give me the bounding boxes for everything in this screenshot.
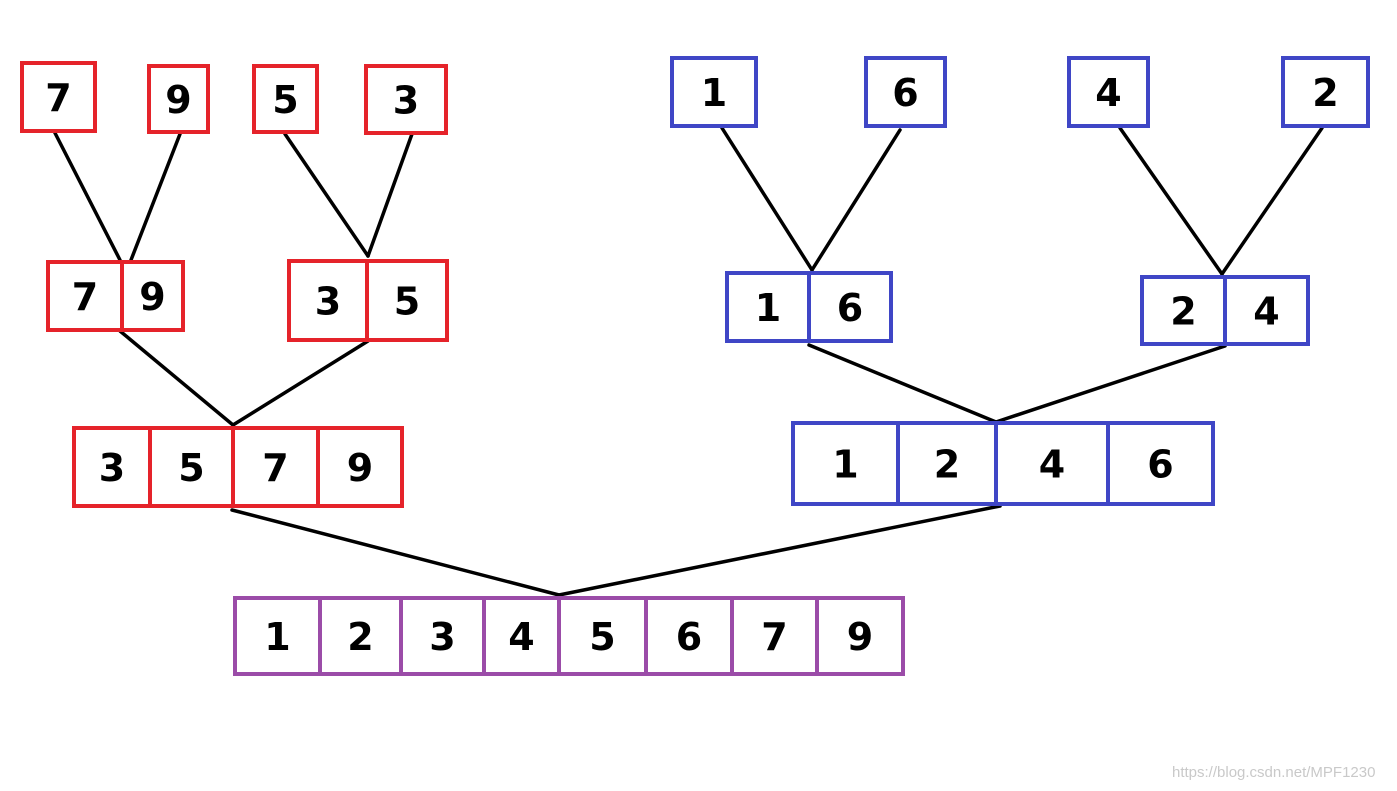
edge-leaf-6-to-pair-16 [810, 128, 902, 272]
edge-quad-1246-to-final-sorted [557, 504, 1002, 597]
cell-box [644, 596, 734, 676]
cell-box [1140, 275, 1227, 346]
edge-leaf-3-to-pair-35 [366, 132, 414, 258]
edge-pair-35-to-quad-3579 [231, 339, 370, 427]
node-leaf-2: 2 [1281, 56, 1370, 128]
cell-value: 3 [393, 79, 419, 123]
edge-leaf-7-to-pair-79 [53, 131, 122, 262]
cell-value: 1 [264, 615, 290, 659]
edge-quad-3579-to-final-sorted [230, 508, 561, 597]
cell-box [364, 64, 448, 135]
cell-box [1281, 56, 1370, 128]
edge-leaf-5-to-pair-35 [283, 132, 370, 258]
node-leaf-5: 5 [252, 64, 319, 134]
cell-box [365, 259, 449, 342]
node-leaf-4: 4 [1067, 56, 1150, 128]
cell-box [1067, 56, 1150, 128]
cell-value: 9 [347, 446, 373, 490]
cell-value: 6 [1147, 443, 1173, 487]
cell-value: 9 [165, 78, 191, 122]
cell-value: 2 [1312, 71, 1338, 115]
edge-leaf-9-to-pair-79 [129, 132, 182, 262]
cell-box [252, 64, 319, 134]
node-quad-1246: 1 2 4 6 [791, 421, 1215, 506]
cell-value: 4 [1039, 443, 1065, 487]
cell-value: 2 [347, 615, 373, 659]
edge-pair-24-to-quad-1246 [994, 344, 1227, 424]
cell-box [557, 596, 648, 676]
cell-value: 5 [178, 446, 204, 490]
edges-layer [53, 126, 1324, 597]
cell-value: 1 [832, 443, 858, 487]
node-leaf-7: 7 [20, 61, 97, 133]
edge-leaf-1-to-pair-16 [720, 126, 814, 272]
cell-value: 7 [262, 446, 288, 490]
edge-leaf-4-to-pair-24 [1118, 126, 1224, 276]
cell-box [233, 596, 322, 676]
cell-value: 5 [272, 78, 298, 122]
cell-box [670, 56, 758, 128]
cell-value: 3 [99, 446, 125, 490]
cell-box [46, 260, 124, 332]
node-leaf-9: 9 [147, 64, 210, 134]
cell-value: 6 [837, 286, 863, 330]
cell-value: 9 [139, 275, 165, 319]
cell-box [1223, 275, 1310, 346]
cell-box [994, 421, 1110, 506]
cell-box [72, 426, 152, 508]
edge-pair-79-to-quad-3579 [118, 329, 235, 427]
node-leaf-1: 1 [670, 56, 758, 128]
cell-box [791, 421, 900, 506]
cell-value: 1 [701, 71, 727, 115]
edge-pair-16-to-quad-1246 [807, 343, 998, 424]
cell-value: 7 [761, 615, 787, 659]
cell-value: 6 [676, 615, 702, 659]
cell-value: 1 [755, 286, 781, 330]
node-leaf-6: 6 [864, 56, 947, 128]
watermark: https://blog.csdn.net/MPF1230 [1172, 764, 1376, 781]
cell-value: 9 [847, 615, 873, 659]
cell-box [20, 61, 97, 133]
node-leaf-3: 3 [364, 64, 448, 135]
edge-leaf-2-to-pair-24 [1220, 126, 1324, 276]
cell-box [1106, 421, 1215, 506]
cell-box [864, 56, 947, 128]
cell-value: 7 [72, 275, 98, 319]
node-quad-3579: 3 5 7 9 [72, 426, 404, 508]
cell-box [318, 596, 403, 676]
cell-value: 7 [45, 76, 71, 120]
cell-value: 3 [429, 615, 455, 659]
cell-box [725, 271, 811, 343]
cell-value: 2 [934, 443, 960, 487]
cell-box [807, 271, 893, 343]
cell-box [316, 426, 404, 508]
cell-value: 4 [508, 615, 534, 659]
cell-value: 3 [315, 280, 341, 324]
cell-box [120, 260, 185, 332]
cell-value: 6 [892, 71, 918, 115]
cell-value: 5 [589, 615, 615, 659]
node-final-sorted: 1 2 3 4 5 6 7 9 [233, 596, 905, 676]
cell-value: 4 [1253, 290, 1279, 334]
cell-box [482, 596, 561, 676]
cell-box [815, 596, 905, 676]
cell-value: 2 [1170, 290, 1196, 334]
cell-box [148, 426, 235, 508]
cell-value: 4 [1095, 71, 1121, 115]
cell-box [399, 596, 486, 676]
cell-box [147, 64, 210, 134]
cell-value: 5 [394, 280, 420, 324]
